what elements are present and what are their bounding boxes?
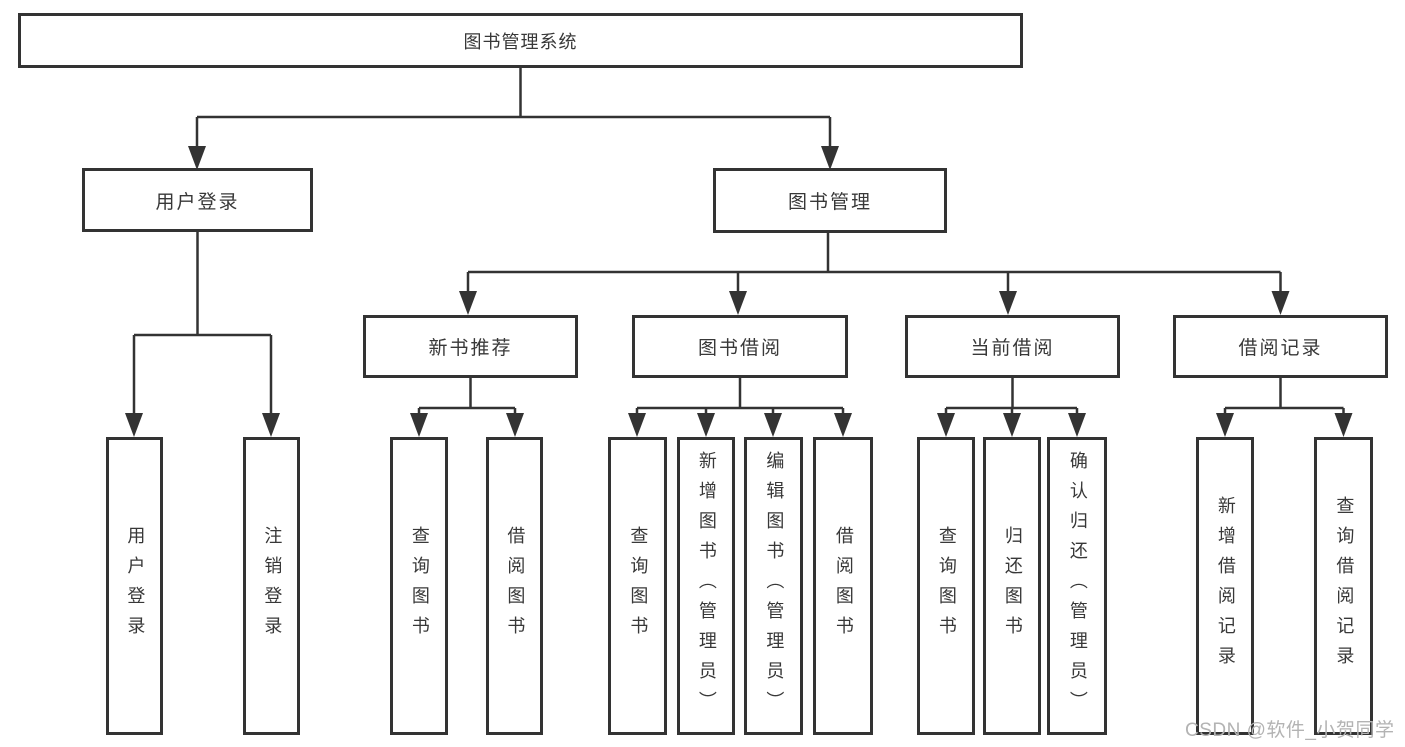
leaf-user-login: 用户登录 [106, 437, 163, 735]
leaf-return-book: 归还图书 [983, 437, 1041, 735]
leaf-logout: 注销登录 [243, 437, 300, 735]
node-user-login: 用户登录 [82, 168, 313, 232]
node-label: 图书管理系统 [463, 31, 578, 52]
leaf-query-books: 查询图书 [390, 437, 448, 735]
node-label: 新增借阅记录 [1215, 496, 1236, 676]
node-label: 用户登录 [155, 191, 240, 213]
node-label: 确认归还（管理员） [1067, 451, 1088, 721]
node-current-borrow: 当前借阅 [905, 315, 1120, 378]
leaf-borrow-books: 借阅图书 [813, 437, 873, 735]
node-label: 当前借阅 [970, 338, 1055, 359]
node-label: 查询借阅记录 [1334, 496, 1355, 676]
node-label: 用户登录 [125, 526, 146, 646]
node-label: 注销登录 [262, 526, 283, 646]
node-label: 归还图书 [1002, 526, 1023, 646]
node-borrow-records: 借阅记录 [1173, 315, 1388, 378]
node-new-book-recommend: 新书推荐 [363, 315, 578, 378]
node-label: 查询图书 [409, 526, 430, 646]
node-label: 借阅图书 [833, 526, 854, 646]
node-label: 借阅图书 [505, 526, 526, 646]
csdn-watermark: CSDN @软件_小贺同学 [1185, 720, 1395, 741]
leaf-query-borrow-record: 查询借阅记录 [1314, 437, 1373, 735]
leaf-add-book-admin: 新增图书（管理员） [677, 437, 735, 735]
node-label: 图书管理 [787, 192, 872, 213]
node-book-management: 图书管理 [713, 168, 947, 233]
node-system-root: 图书管理系统 [18, 13, 1023, 68]
leaf-query-books: 查询图书 [608, 437, 667, 735]
leaf-edit-book-admin: 编辑图书（管理员） [744, 437, 803, 735]
leaf-query-books: 查询图书 [917, 437, 975, 735]
node-book-borrow: 图书借阅 [632, 315, 848, 378]
leaf-borrow-books: 借阅图书 [486, 437, 543, 735]
node-label: 新书推荐 [428, 338, 513, 359]
node-label: 查询图书 [936, 526, 957, 646]
node-label: 新增图书（管理员） [696, 451, 717, 721]
node-label: 图书借阅 [697, 338, 782, 359]
leaf-confirm-return-admin: 确认归还（管理员） [1047, 437, 1107, 735]
node-label: 编辑图书（管理员） [764, 451, 785, 721]
node-label: 借阅记录 [1238, 338, 1323, 359]
node-label: 查询图书 [628, 526, 649, 646]
arrowheads [125, 146, 1353, 437]
leaf-add-borrow-record: 新增借阅记录 [1196, 437, 1254, 735]
